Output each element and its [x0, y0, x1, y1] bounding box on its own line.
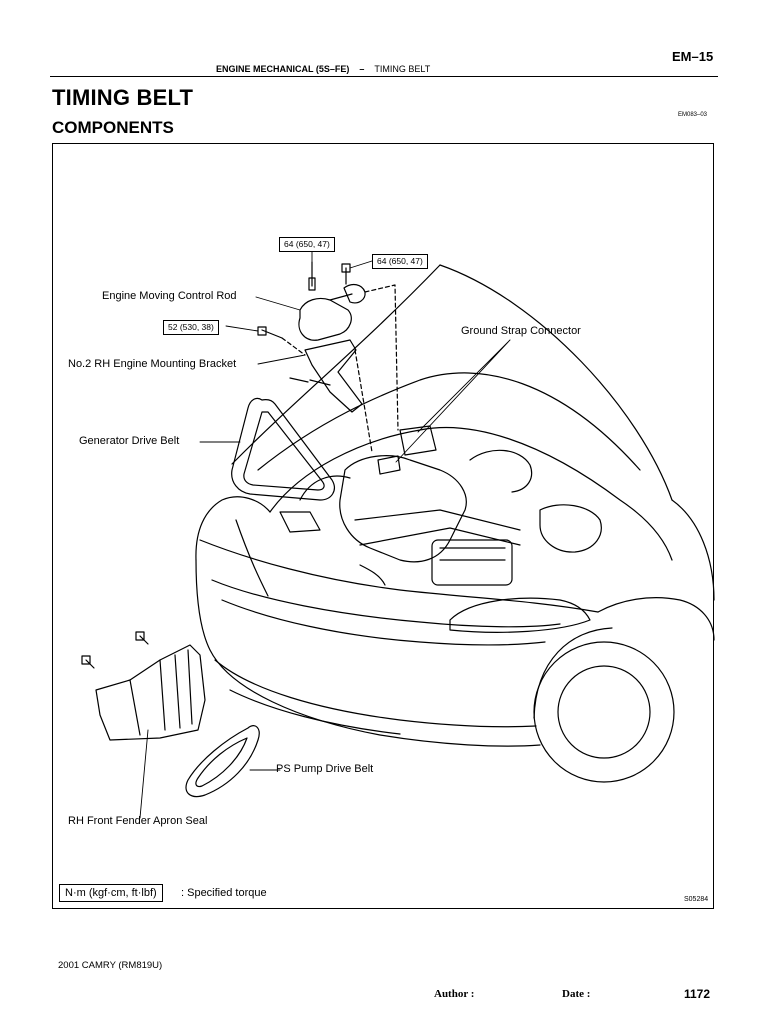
generator-drive-belt-outer [231, 397, 335, 501]
headlight-left [195, 496, 271, 561]
header-separator: – [359, 64, 365, 74]
wheel-arch-inner [533, 627, 613, 719]
grille-bottom [221, 599, 546, 646]
torque-box-1: 64 (650, 47) [279, 237, 335, 252]
bolt-3-head [257, 326, 267, 336]
grille-top [211, 579, 561, 628]
dashed-line-bracket [354, 349, 373, 453]
generator-drive-belt-inner [243, 411, 325, 491]
ground-strap-point [377, 455, 401, 475]
intake-pipe-lower [359, 527, 521, 546]
leader-torque-2 [349, 260, 373, 269]
engine-moving-control-rod [298, 297, 352, 341]
label-engine-moving-control-rod: Engine Moving Control Rod [102, 290, 237, 302]
mounting-bracket [304, 339, 363, 413]
figure-code: S05284 [684, 896, 709, 903]
dashed-line-rod [364, 284, 399, 431]
torque-unit-legend-text: : Specified torque [181, 887, 267, 899]
bumper-lower [229, 689, 401, 735]
bolt-1-head [308, 277, 316, 291]
cowl-line [257, 372, 641, 471]
battery-box [431, 539, 513, 586]
hood-edge-right [439, 264, 673, 501]
footer-model: 2001 CAMRY (RM819U) [58, 960, 163, 971]
front-tire [533, 641, 675, 783]
fender-top [671, 499, 715, 601]
dashed-line-bolt3 [281, 337, 306, 356]
leader-apron-seal [139, 729, 149, 819]
label-ground-strap-connector: Ground Strap Connector [461, 325, 581, 337]
leader-control-rod [255, 296, 301, 311]
header-topic: TIMING BELT [374, 64, 431, 74]
leader-ground-strap [395, 339, 511, 463]
footer-author-label: Author : [434, 988, 475, 1000]
document-code: EM083–03 [678, 112, 708, 118]
battery-detail [439, 547, 506, 561]
headlight-right [449, 597, 591, 633]
intake-pipe [354, 509, 521, 531]
engine-bracket-left [279, 511, 321, 533]
header-rule [50, 76, 718, 77]
hose-right [469, 449, 533, 493]
control-rod-bushing [343, 283, 366, 304]
apron-screw-1 [81, 655, 95, 669]
engine-detail [359, 564, 386, 586]
bracket-bolts [289, 377, 331, 386]
ps-pump-drive-belt-inner [195, 737, 248, 788]
label-generator-drive-belt: Generator Drive Belt [79, 435, 180, 447]
bumper-outline [195, 559, 541, 747]
hood-edge-left [231, 264, 441, 465]
torque-unit-legend-box: N·m (kgf·cm, ft·lbf) [59, 884, 163, 902]
assembly-dashed-lines [281, 284, 399, 453]
front-wheel-rim [557, 665, 651, 759]
radiator-support [235, 519, 269, 597]
page-number: EM–15 [672, 49, 714, 64]
fender-apron-seal [95, 644, 206, 741]
page-title: TIMING BELT [52, 85, 194, 110]
bolt-2-head [341, 263, 351, 273]
footer-page-number: 1172 [684, 987, 711, 1001]
label-rh-front-fender-apron-seal: RH Front Fender Apron Seal [68, 815, 208, 827]
running-header: ENGINE MECHANICAL (5S–FE)–TIMING BELT [216, 64, 430, 74]
leader-lines [139, 251, 511, 819]
reservoir-tank [539, 504, 602, 553]
engine-block [339, 455, 467, 563]
bumper-crease [214, 659, 537, 728]
control-rod-link [329, 293, 353, 301]
label-rh-engine-mounting-bracket: No.2 RH Engine Mounting Bracket [68, 358, 237, 370]
header-section: ENGINE MECHANICAL (5S–FE) [216, 64, 350, 74]
hood-front-edge [199, 539, 599, 613]
ground-strap-mount [399, 425, 437, 456]
torque-box-2: 64 (650, 47) [372, 254, 428, 269]
apron-seal-ribs [159, 649, 193, 731]
engine-bay-outline [269, 427, 673, 561]
leader-torque-3 [225, 325, 259, 332]
footer-date-label: Date : [562, 988, 591, 1000]
torque-bolt-3 [261, 329, 283, 339]
ps-pump-drive-belt-outer [185, 725, 260, 798]
label-ps-pump-drive-belt: PS Pump Drive Belt [276, 763, 374, 775]
figure-frame [52, 143, 714, 909]
torque-box-3: 52 (530, 38) [163, 320, 219, 335]
apron-seal-fold [129, 679, 141, 736]
apron-screw-2 [135, 631, 149, 645]
wheel-arch-top [597, 597, 715, 641]
section-subtitle: COMPONENTS [52, 118, 174, 137]
leader-bracket [257, 354, 306, 365]
